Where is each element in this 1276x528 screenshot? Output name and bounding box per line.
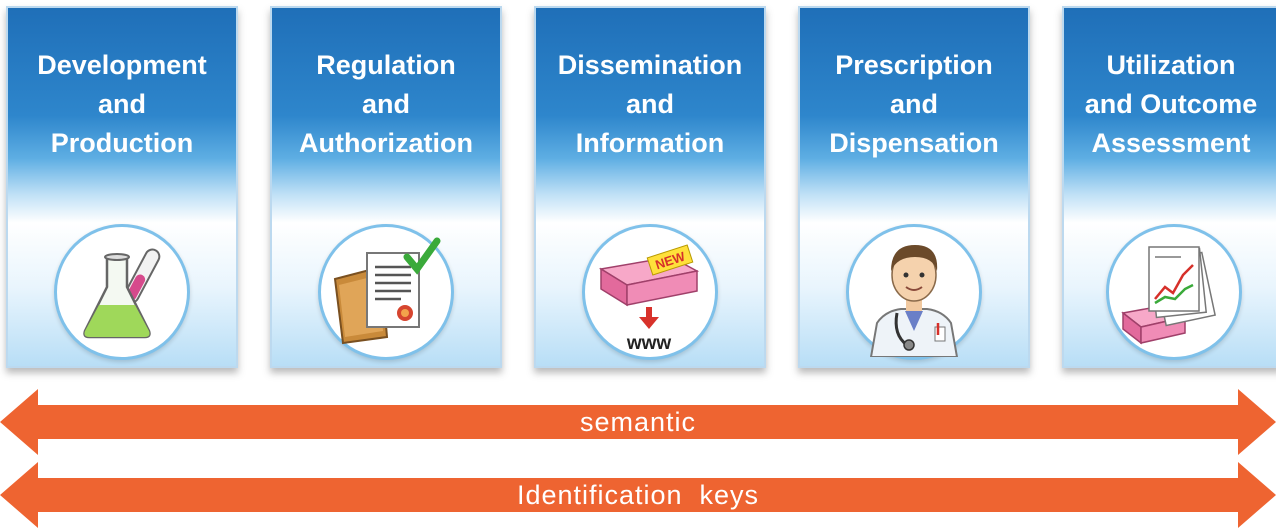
- stage-title: Regulation and Authorization: [299, 50, 473, 158]
- icon-circle: NEW www: [582, 224, 718, 360]
- arrow-label-semantic: semantic: [579, 407, 697, 437]
- icon-circle: [846, 224, 982, 360]
- stage-cards: Development and Production Regulation an…: [6, 6, 1276, 368]
- arrow-label-identification-keys: Identification keys: [516, 480, 760, 510]
- double-arrow-icon: [0, 462, 1276, 528]
- www-label: www: [626, 333, 672, 354]
- double-arrow-icon: [0, 389, 1276, 455]
- stage-card-regulation: Regulation and Authorization: [270, 6, 502, 368]
- stage-title: Dissemination and Information: [557, 50, 743, 158]
- new-box-www-icon: NEW www: [598, 244, 700, 354]
- semantic-arrow: semantic: [0, 389, 1276, 455]
- doctor-icon: [869, 245, 959, 357]
- stage-card-utilization: Utilization and Outcome Assessment: [1062, 6, 1276, 368]
- identification-keys-arrow: Identification keys: [0, 462, 1276, 528]
- lab-flask-icon: [83, 248, 161, 339]
- icon-circle: [54, 224, 190, 360]
- report-chart-icon: [1121, 246, 1216, 345]
- certificate-document-icon: [333, 237, 441, 345]
- icon-circle: [318, 224, 454, 360]
- stage-card-prescription: Prescription and Dispensation: [798, 6, 1030, 368]
- stage-card-dissemination: Dissemination and Information NEW www: [534, 6, 766, 368]
- stage-title: Prescription and Dispensation: [829, 50, 999, 158]
- stage-title: Development and Production: [37, 50, 207, 158]
- stage-title: Utilization and Outcome Assessment: [1084, 50, 1258, 158]
- stage-card-development: Development and Production: [6, 6, 238, 368]
- icon-circle: [1106, 224, 1242, 360]
